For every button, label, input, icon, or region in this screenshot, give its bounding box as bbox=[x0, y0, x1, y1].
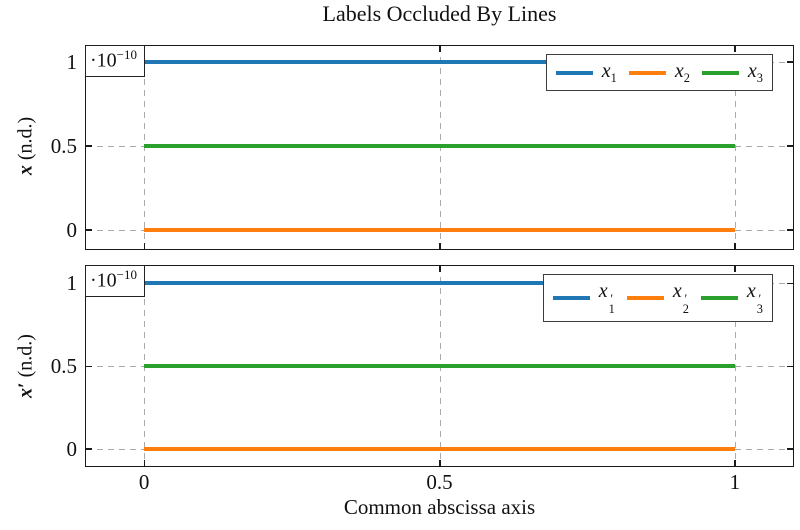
sub-index: 1 bbox=[610, 71, 617, 85]
legend-line-swatch bbox=[555, 70, 593, 75]
legend-line-swatch bbox=[626, 295, 664, 300]
legend-item: x′3 bbox=[700, 281, 763, 315]
y-tick-label: 0 bbox=[66, 436, 78, 461]
series-line-3 bbox=[144, 143, 735, 148]
x-tick-mark-top bbox=[439, 46, 441, 52]
y-tick-mark-right bbox=[787, 365, 793, 367]
var-base: x bbox=[674, 60, 684, 82]
prime-mark: ′ bbox=[610, 291, 614, 306]
x-axis-label: Common abscissa axis bbox=[343, 495, 536, 519]
legend-line-swatch bbox=[552, 295, 590, 300]
x-tick-mark-bottom bbox=[143, 460, 146, 466]
prime-sub-stack: ′2 bbox=[682, 291, 689, 317]
legend-item-label: x2 bbox=[675, 61, 690, 84]
legend-item: x′1 bbox=[552, 281, 615, 315]
y-tick-mark-left bbox=[86, 229, 92, 231]
gridline-vertical bbox=[734, 46, 736, 249]
var-bold: x bbox=[15, 165, 37, 175]
legend-item-label: x1 bbox=[602, 61, 617, 84]
legend-item: x′2 bbox=[626, 281, 689, 315]
x-tick-mark-top bbox=[734, 266, 736, 272]
x-tick-mark-top bbox=[439, 266, 441, 272]
x-tick-label: 0 bbox=[138, 470, 150, 494]
series-line-3 bbox=[144, 364, 735, 368]
sub-index: 3 bbox=[756, 71, 763, 85]
y-axis-label: x (n.d.) bbox=[15, 117, 38, 175]
y-tick-mark-right bbox=[787, 448, 793, 450]
var-base: x bbox=[14, 387, 37, 398]
legend-item-label: x′1 bbox=[599, 281, 615, 315]
y-tick-mark-right bbox=[787, 145, 793, 147]
y-tick-mark-right bbox=[787, 229, 793, 231]
legend-item-label: x′2 bbox=[673, 281, 689, 315]
y-tick-mark-left bbox=[86, 365, 92, 367]
y-multiplier-box: ·10−10 bbox=[85, 265, 146, 297]
y-tick-label: 0 bbox=[66, 217, 78, 242]
legend-item: x3 bbox=[701, 61, 763, 84]
y-tick-mark-left bbox=[86, 145, 92, 147]
x-tick-mark-bottom bbox=[734, 243, 736, 249]
legend-item: x2 bbox=[628, 61, 690, 84]
prime-sub-stack: ′1 bbox=[608, 291, 615, 317]
var-base: x bbox=[598, 280, 608, 302]
x-tick-mark-bottom bbox=[143, 243, 146, 249]
ylabel-unit: (n.d.) bbox=[14, 116, 37, 165]
prime-mark: ′ bbox=[758, 291, 762, 306]
sub-index: 3 bbox=[756, 302, 763, 317]
prime-sub-stack: ′3 bbox=[756, 291, 763, 317]
y-multiplier-box: ·10−10 bbox=[85, 45, 146, 77]
legend-line-swatch bbox=[701, 70, 739, 75]
series-line-2 bbox=[144, 446, 735, 451]
var-base: x bbox=[746, 280, 756, 302]
y-tick-label: 0.5 bbox=[50, 354, 77, 378]
var-bold: x′ bbox=[14, 382, 37, 398]
y-axis-label: x′ (n.d.) bbox=[15, 334, 38, 398]
legend-item-label: x′3 bbox=[747, 281, 763, 315]
var-base: x bbox=[601, 60, 611, 82]
series-line-1 bbox=[144, 281, 735, 286]
legend-item-label: x3 bbox=[748, 61, 763, 84]
prime-mark: ′ bbox=[684, 291, 688, 306]
series-line-1 bbox=[144, 59, 735, 64]
x-tick-mark-top bbox=[734, 46, 736, 52]
y-tick-mark-right bbox=[787, 61, 793, 63]
y-tick-mark-left bbox=[86, 448, 92, 450]
var-base: x bbox=[14, 164, 37, 175]
x-tick-mark-bottom bbox=[734, 460, 736, 466]
legend-item: x1 bbox=[555, 61, 617, 84]
x-tick-mark-bottom bbox=[439, 243, 441, 249]
var-base: x bbox=[747, 60, 757, 82]
sub-index: 2 bbox=[683, 71, 690, 85]
x-tick-mark-bottom bbox=[439, 460, 441, 466]
var-base: x bbox=[672, 280, 682, 302]
chart-title: Labels Occluded By Lines bbox=[322, 1, 557, 26]
y-tick-label: 1 bbox=[66, 49, 78, 74]
ylabel-unit: (n.d.) bbox=[14, 334, 37, 383]
y-multiplier-exponent: −10 bbox=[116, 47, 138, 62]
x-tick-label: 0.5 bbox=[426, 470, 453, 494]
y-tick-mark-right bbox=[787, 282, 793, 285]
y-tick-label: 1 bbox=[66, 271, 78, 296]
series-line-2 bbox=[144, 227, 735, 232]
gridline-vertical bbox=[734, 266, 736, 466]
sub-index: 1 bbox=[608, 302, 615, 317]
y-multiplier-exponent: −10 bbox=[116, 267, 138, 282]
y-tick-label: 0.5 bbox=[50, 133, 77, 158]
x-tick-label: 1 bbox=[729, 470, 741, 494]
legend-line-swatch bbox=[628, 70, 666, 75]
legend-line-swatch bbox=[700, 295, 738, 300]
sub-index: 2 bbox=[682, 302, 689, 317]
